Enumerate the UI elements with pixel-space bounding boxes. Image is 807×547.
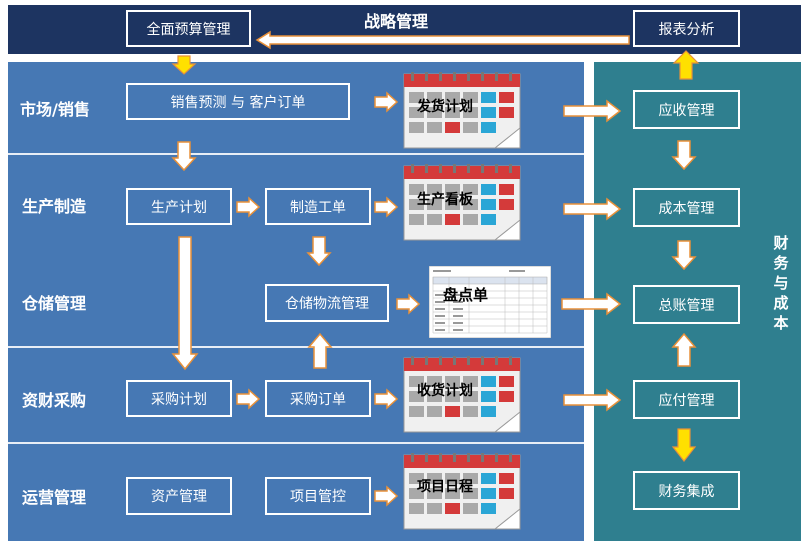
arrow-up-icon bbox=[671, 332, 697, 367]
row-label-market-sales: 市场/销售 bbox=[20, 100, 90, 119]
arrow-down-icon bbox=[671, 140, 697, 171]
arrow-right-icon bbox=[374, 388, 399, 410]
general-ledger-box[interactable]: 总账管理 bbox=[633, 285, 740, 324]
vertical-label-char: 与 bbox=[773, 274, 789, 292]
cost-management-box[interactable]: 成本管理 bbox=[633, 188, 740, 227]
arrow-down-icon bbox=[306, 236, 332, 267]
calendar-icon bbox=[403, 164, 521, 241]
production-kanban-label: 生产看板 bbox=[417, 192, 473, 208]
purchase-plan-box[interactable]: 采购计划 bbox=[126, 380, 232, 417]
arrow-right-icon bbox=[374, 196, 399, 218]
row-divider bbox=[8, 153, 584, 155]
purchase-order-box[interactable]: 采购订单 bbox=[265, 380, 371, 417]
arrow-left-icon bbox=[255, 30, 630, 50]
arrow-up-icon bbox=[307, 332, 333, 369]
arrow-down-icon bbox=[171, 236, 199, 371]
arrow-down-icon bbox=[171, 141, 197, 172]
row-label-production: 生产制造 bbox=[22, 197, 87, 216]
row-divider bbox=[8, 442, 584, 444]
row-label-storage: 仓储管理 bbox=[22, 294, 87, 313]
project-control-box[interactable]: 项目管控 bbox=[265, 477, 371, 515]
strategy-title: 战略管理 bbox=[364, 12, 429, 31]
arrow-up-icon bbox=[672, 50, 700, 80]
sales-forecast-box[interactable]: 销售预测 与 客户订单 bbox=[126, 83, 350, 120]
arrow-right-icon bbox=[236, 388, 261, 410]
inventory-sheet-icon bbox=[429, 266, 551, 338]
row-label-purchase: 资财采购 bbox=[22, 391, 87, 410]
vertical-label-char: 成 bbox=[773, 294, 789, 312]
budget-management-box[interactable]: 全面预算管理 bbox=[126, 10, 251, 47]
arrow-right-icon bbox=[374, 485, 399, 507]
payable-management-box[interactable]: 应付管理 bbox=[633, 380, 740, 419]
shipping-plan-label: 发货计划 bbox=[417, 99, 473, 115]
arrow-right-icon bbox=[563, 99, 622, 123]
receiving-plan-label: 收货计划 bbox=[417, 383, 473, 399]
arrow-right-icon bbox=[563, 197, 622, 221]
finance-integration-box[interactable]: 财务集成 bbox=[633, 471, 740, 510]
calendar-icon bbox=[403, 72, 521, 149]
calendar-icon bbox=[403, 453, 521, 530]
vertical-label-char: 务 bbox=[773, 254, 789, 272]
row-label-operation: 运营管理 bbox=[22, 488, 87, 507]
project-schedule-label: 项目日程 bbox=[417, 479, 473, 495]
arrow-right-icon bbox=[561, 292, 622, 316]
arrow-right-icon bbox=[396, 293, 421, 315]
vertical-label-char: 本 bbox=[773, 314, 789, 332]
work-order-box[interactable]: 制造工单 bbox=[265, 188, 371, 225]
inventory-count-label: 盘点单 bbox=[443, 286, 489, 304]
production-plan-box[interactable]: 生产计划 bbox=[126, 188, 232, 225]
arrow-down-icon bbox=[671, 428, 697, 462]
vertical-label-char: 财 bbox=[773, 234, 789, 252]
report-analysis-box[interactable]: 报表分析 bbox=[633, 10, 740, 47]
asset-management-box[interactable]: 资产管理 bbox=[126, 477, 232, 515]
arrow-right-icon bbox=[563, 388, 622, 412]
arrow-right-icon bbox=[236, 196, 261, 218]
arrow-down-icon bbox=[171, 55, 197, 75]
calendar-icon bbox=[403, 356, 521, 433]
arrow-right-icon bbox=[374, 91, 399, 113]
finance-cost-vertical-label: 财务与成本 bbox=[771, 233, 791, 333]
warehouse-logistics-box[interactable]: 仓储物流管理 bbox=[265, 284, 389, 322]
row-divider bbox=[8, 346, 584, 348]
arrow-down-icon bbox=[671, 240, 697, 271]
receivable-management-box[interactable]: 应收管理 bbox=[633, 90, 740, 129]
